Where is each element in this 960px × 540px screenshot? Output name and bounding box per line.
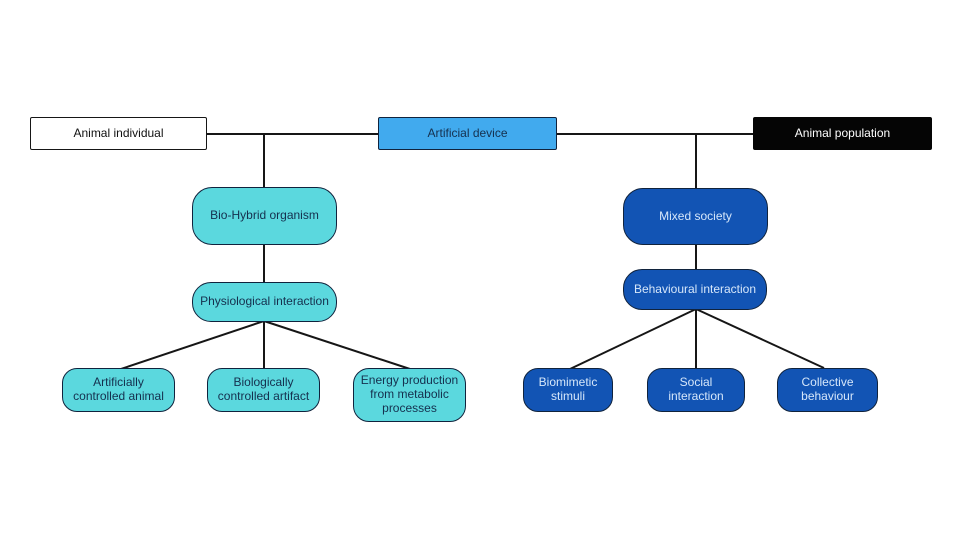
node-label: Bio-Hybrid organism — [210, 208, 319, 223]
node-mixed-society: Mixed society — [623, 188, 768, 245]
node-bio-hybrid-organism: Bio-Hybrid organism — [192, 187, 337, 245]
node-biologically-controlled-artifact: Biologically controlled artifact — [207, 368, 320, 412]
node-label: Animal population — [794, 125, 891, 140]
node-label: Animal individual — [73, 125, 164, 140]
node-energy-production: Energy production from metabolic process… — [353, 368, 466, 422]
node-label: Biologically controlled artifact — [217, 375, 310, 403]
node-artificially-controlled-animal: Artificially controlled animal — [62, 368, 175, 412]
node-label: Biomimetic stimuli — [538, 375, 598, 403]
node-behavioural-interaction: Behavioural interaction — [623, 269, 767, 310]
node-animal-individual: Animal individual — [30, 117, 207, 150]
node-label: Artificially controlled animal — [73, 375, 164, 403]
node-label: Behavioural interaction — [633, 281, 757, 296]
node-artificial-device: Artificial device — [378, 117, 557, 150]
node-collective-behaviour: Collective behaviour — [777, 368, 878, 412]
node-label: Physiological interaction — [200, 294, 329, 309]
node-physiological-interaction: Physiological interaction — [192, 282, 337, 322]
node-label: Energy production from metabolic process… — [360, 373, 459, 415]
node-label: Social interaction — [668, 375, 724, 403]
node-social-interaction: Social interaction — [647, 368, 745, 412]
node-animal-population: Animal population — [753, 117, 932, 150]
node-label: Mixed society — [659, 208, 732, 223]
node-label: Collective behaviour — [801, 375, 854, 403]
node-biomimetic-stimuli: Biomimetic stimuli — [523, 368, 613, 412]
node-label: Artificial device — [427, 125, 508, 140]
